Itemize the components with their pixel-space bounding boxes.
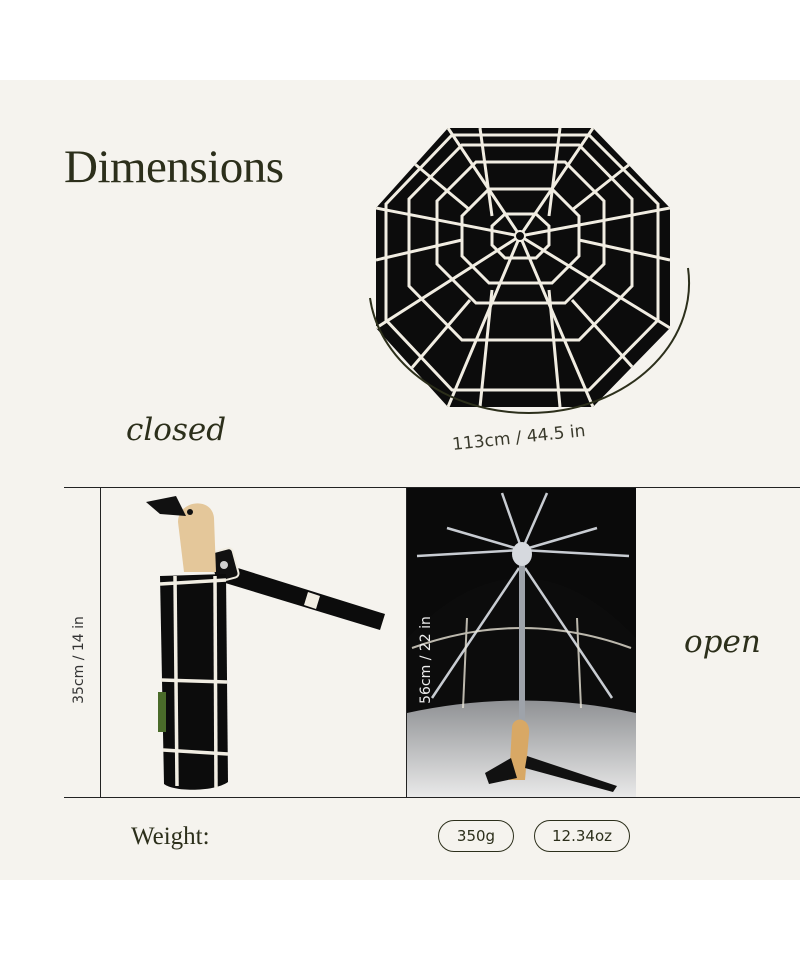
closed-length-label: 35cm / 14 in: [71, 616, 87, 704]
weight-grams-badge: 350g: [438, 820, 514, 852]
open-label: open: [684, 624, 761, 660]
closed-umbrella-image: [146, 496, 385, 790]
weight-ounces-badge: 12.34oz: [534, 820, 630, 852]
top-divider: [64, 487, 800, 488]
left-divider: [100, 487, 101, 798]
middle-divider: [406, 487, 407, 798]
page-title: Dimensions: [64, 141, 284, 193]
open-umbrella-image: [407, 488, 636, 797]
bottom-divider: [64, 797, 800, 798]
open-height-label: 56cm / 22 in: [418, 616, 434, 704]
weight-label: Weight:: [131, 823, 210, 850]
closed-label: closed: [126, 412, 227, 448]
